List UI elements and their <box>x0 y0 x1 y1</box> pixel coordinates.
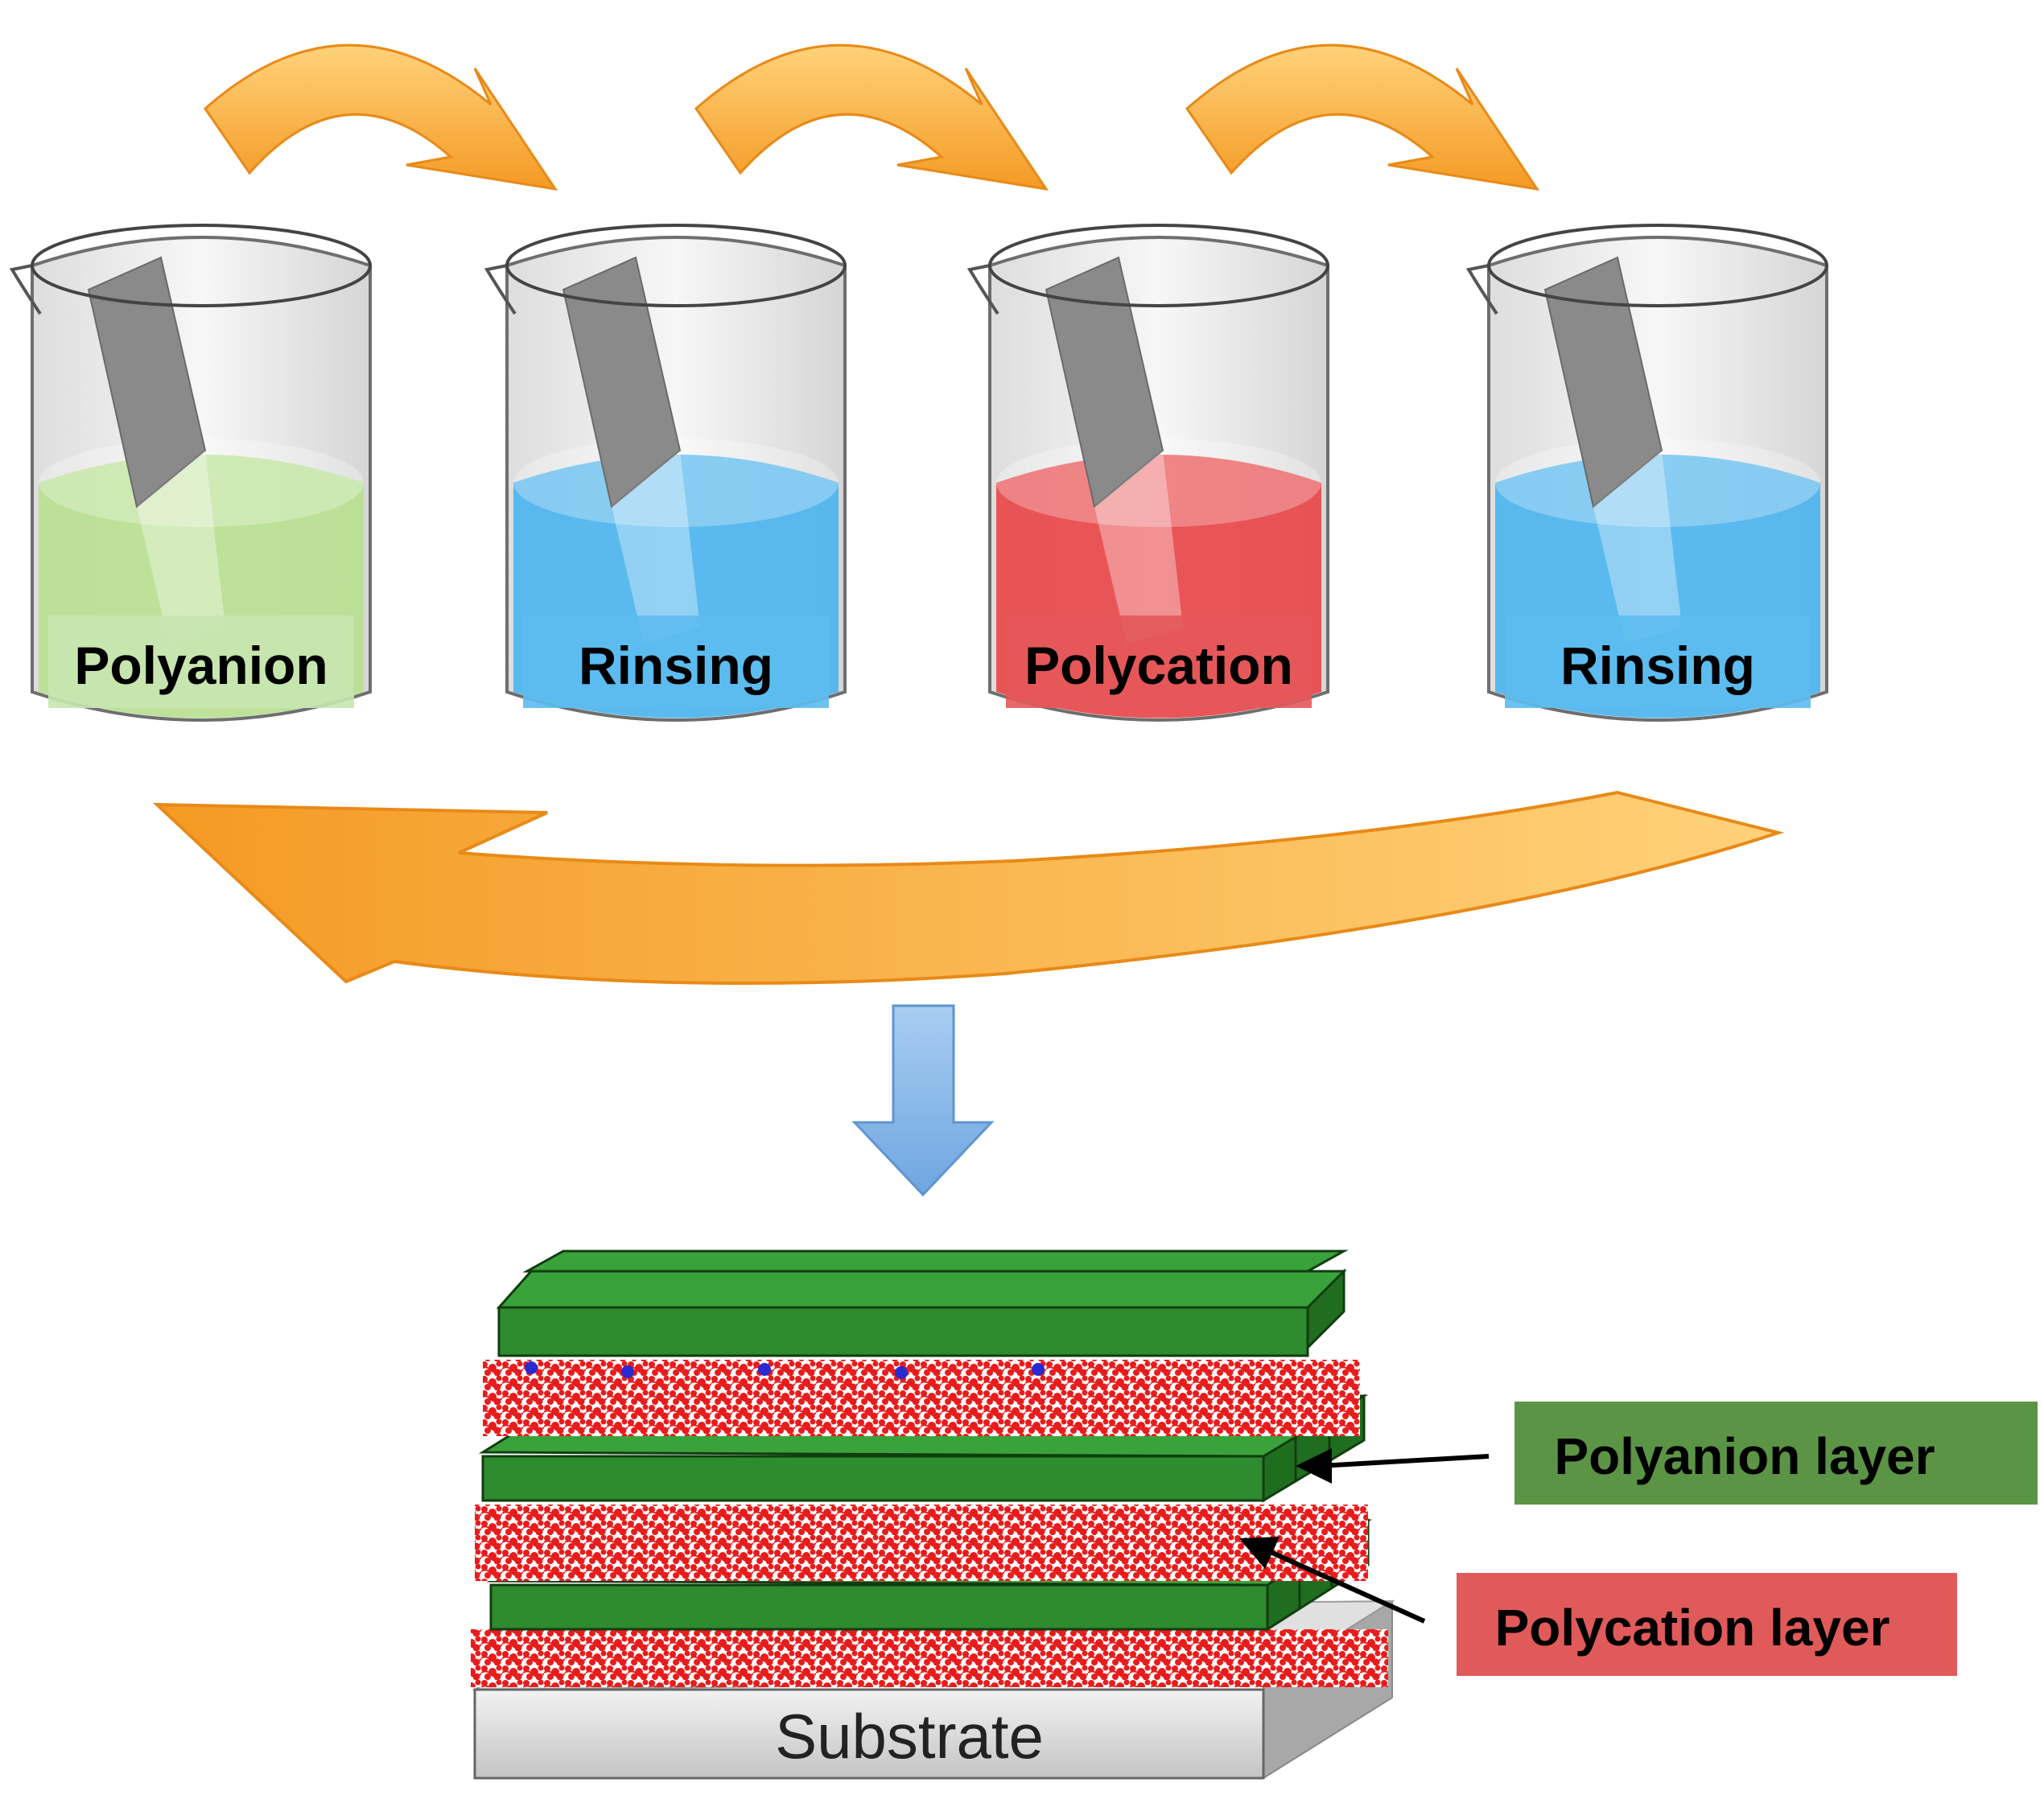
beaker-label: Polycation <box>1024 636 1293 695</box>
slide-submerged <box>1593 451 1682 644</box>
polycation-layer <box>471 1629 1388 1687</box>
arrow-1-to-2 <box>204 43 558 191</box>
layer-stack: Substrate <box>471 1250 1395 1780</box>
arrow-3-to-4 <box>1185 43 1540 191</box>
beaker-label: Rinsing <box>579 636 773 695</box>
beaker-1: Polyanion <box>9 224 372 722</box>
beaker-label-bg <box>1505 615 1811 708</box>
beaker-rim <box>988 224 1329 307</box>
beaker-label-bg <box>48 615 354 708</box>
slide-submerged <box>137 451 225 644</box>
liquid-surface <box>39 438 364 527</box>
blue-dots <box>525 1361 1045 1379</box>
liquid-surface <box>513 438 839 527</box>
beaker-label-bg <box>523 615 829 708</box>
beaker-spout <box>966 264 999 315</box>
beaker-3: Polycation <box>966 224 1329 722</box>
beaker-2: Rinsing <box>484 224 847 722</box>
legend: Polyanion layer Polycation layer <box>1457 1402 2038 1676</box>
beaker-label: Polyanion <box>74 636 328 695</box>
substrate-slide <box>1543 256 1663 508</box>
polycation-legend-box <box>1457 1573 1957 1676</box>
substrate-slide <box>87 256 207 508</box>
top-arrows <box>204 43 1540 191</box>
substrate-slide <box>562 256 682 508</box>
substrate-label: Substrate <box>775 1701 1044 1772</box>
substrate-slide <box>1045 256 1164 508</box>
slide-submerged <box>612 451 700 644</box>
beaker-spout <box>1465 264 1498 315</box>
beaker-rim <box>1487 224 1828 307</box>
polyanion-layer <box>496 1250 1349 1357</box>
beaker-4: Rinsing <box>1465 224 1828 722</box>
substrate-block <box>473 1688 1265 1780</box>
polycation-layer <box>483 1360 1360 1436</box>
beaker-rim <box>31 224 372 307</box>
beaker-spout <box>9 264 42 315</box>
polyanion-legend-label: Polyanion layer <box>1554 1427 1935 1485</box>
polycation-layer <box>475 1505 1368 1581</box>
liquid-surface <box>1495 438 1820 527</box>
beakers: Polyanion Rinsing Polycation Rinsing <box>9 224 1828 722</box>
down-arrow <box>851 1004 995 1197</box>
polyanion-legend-box <box>1514 1402 2038 1505</box>
arrow-2-to-3 <box>694 43 1049 191</box>
return-arrow <box>152 790 1785 985</box>
beaker-label: Rinsing <box>1560 636 1755 695</box>
legend-pointers <box>1239 1448 1490 1624</box>
beaker-label-bg <box>1006 615 1312 708</box>
liquid-surface <box>996 438 1321 527</box>
beaker-spout <box>484 264 517 315</box>
beaker-rim <box>505 224 847 307</box>
polycation-legend-label: Polycation layer <box>1495 1599 1890 1657</box>
slide-submerged <box>1094 451 1183 644</box>
